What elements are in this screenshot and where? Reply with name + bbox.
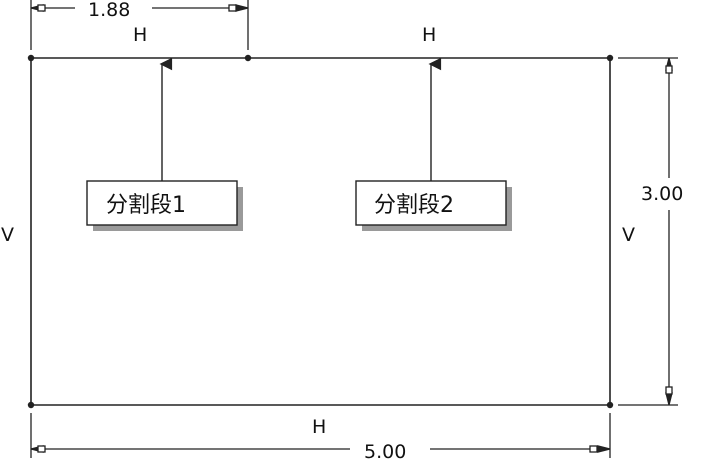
dimension-top-partial[interactable] [30,0,249,50]
dimension-bottom-width[interactable] [30,413,611,458]
constraint-vertical-left: V [1,224,14,246]
dimension-right-height[interactable] [618,57,678,406]
constraint-horizontal-top-left: H [133,24,147,46]
dimension-top-partial-value: 1.88 [88,0,130,21]
callout-segment-2-label: 分割段2 [374,193,454,218]
constraint-vertical-right: V [622,224,635,246]
callout-segment-1-label: 分割段1 [106,193,186,218]
rectangle-sketch [30,57,611,406]
constraint-horizontal-top-right: H [422,24,436,46]
vertex-bottom-left[interactable] [27,401,35,409]
vertex-top-left[interactable] [27,54,35,62]
dimension-right-height-value: 3.00 [641,183,683,205]
callout-segment-1: 分割段1 [86,180,243,231]
constraint-horizontal-bottom: H [312,416,326,438]
vertex-bottom-right[interactable] [606,401,614,409]
vertices [27,54,614,409]
callout-segment-2: 分割段2 [355,180,512,231]
vertex-top-right[interactable] [606,54,614,62]
dimension-bottom-width-value: 5.00 [364,441,406,463]
callout-leaders [159,57,442,181]
vertex-split-point[interactable] [244,54,252,62]
